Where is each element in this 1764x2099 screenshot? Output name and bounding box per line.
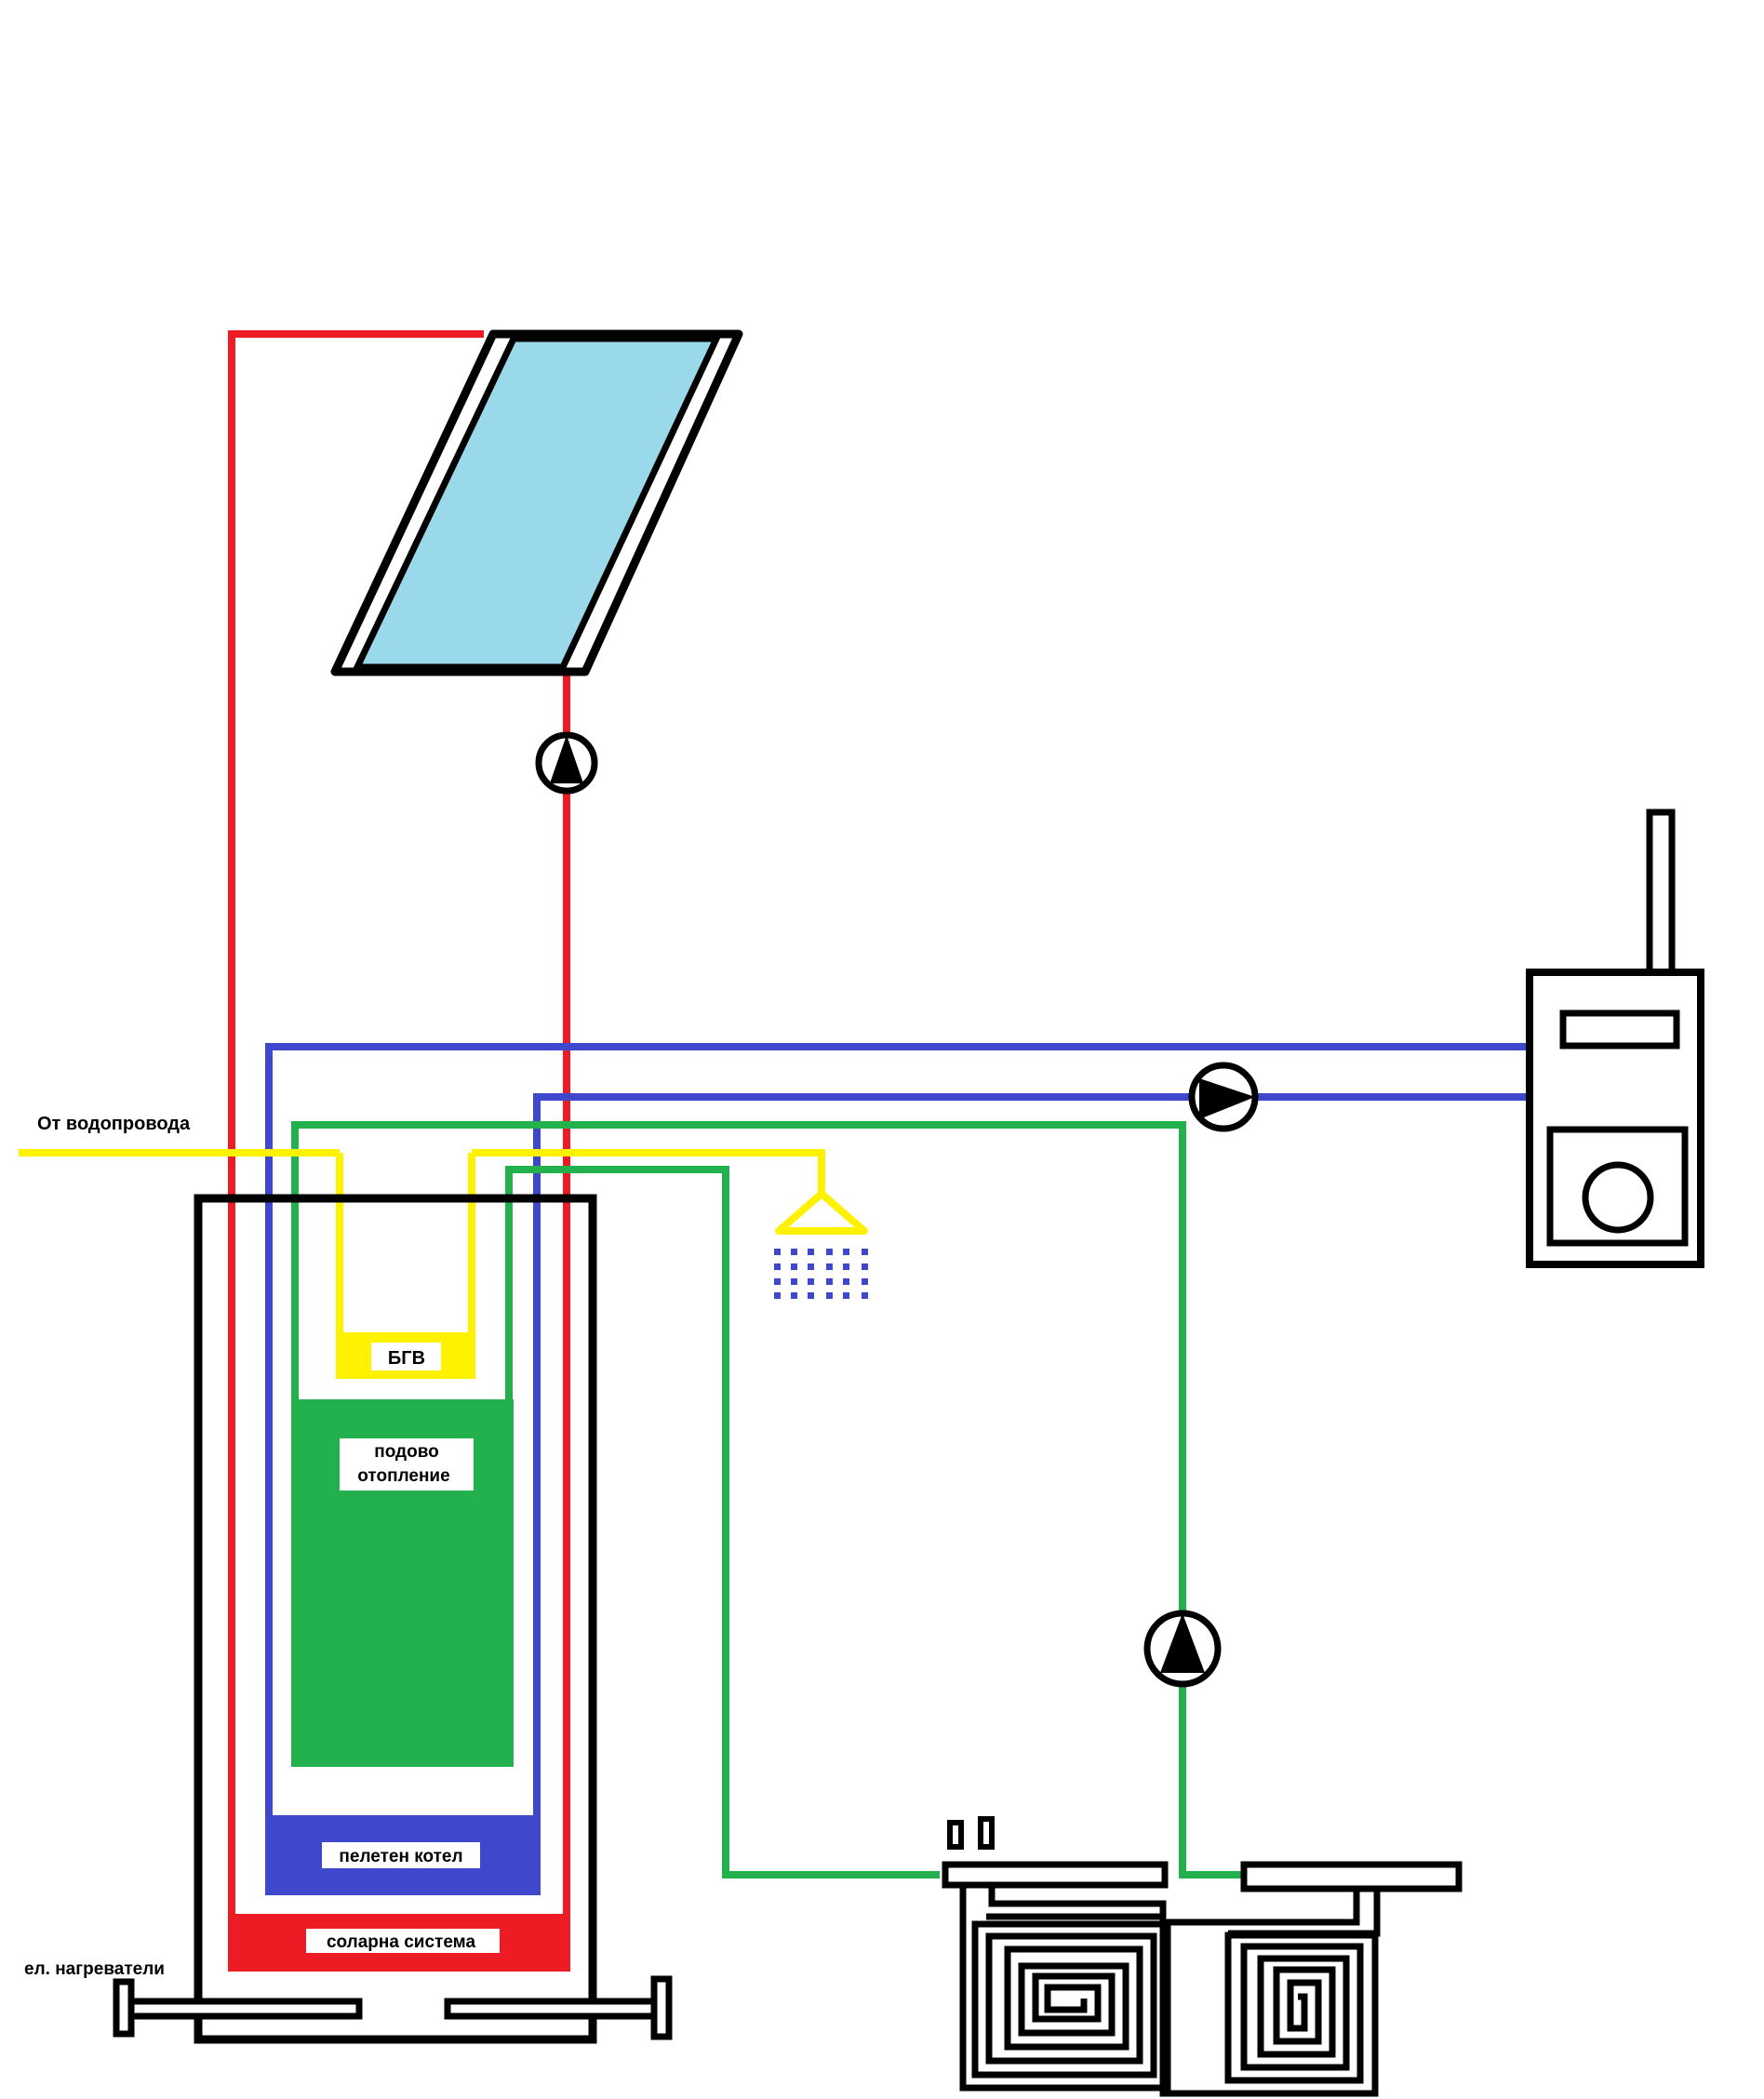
water-supply-label: От водопровода [37,1114,191,1134]
shower-drop [843,1263,849,1270]
electric-heater-left [113,1978,363,2038]
pellet-boiler-label: пелетен котел [339,1847,462,1866]
shower-drop [808,1249,814,1255]
manifold-icon [942,1816,1463,1892]
electric-heaters-label: ел. нагреватели [24,1959,165,1979]
shower-drop [791,1263,797,1270]
floor-coil-right-icon [1159,1889,1381,2097]
shower-drop [843,1249,849,1255]
shower-drop [791,1292,797,1299]
shower-drop [808,1263,814,1270]
pellet-boiler-icon [1526,809,1704,1268]
shower-drop [862,1263,868,1270]
hot-water-pipe [472,1149,825,1194]
shower-icon [774,1190,868,1299]
solar-system-label-box [306,1929,500,1953]
floor-heating-label-line2: отопление [357,1466,449,1486]
boiler-pump-icon [1188,1062,1259,1132]
buffer-tank [194,1194,597,2044]
solar-system-label: соларна система [327,1932,476,1952]
floor-pump-icon [1143,1610,1222,1688]
floor-coil-left-icon [959,1885,1171,2092]
dhw-label: БГВ [388,1348,425,1369]
shower-drop [791,1249,797,1255]
solar-flow-pipe [228,330,484,1154]
boiler-flow-pipe [265,1043,1526,1154]
shower-drop [774,1278,781,1285]
shower-drop [774,1263,781,1270]
shower-drop [774,1292,781,1299]
dhw-label-box [371,1343,441,1370]
shower-drop [862,1292,868,1299]
shower-drop [826,1292,833,1299]
pellet-boiler-label-box [322,1842,480,1868]
solar-panel-icon [330,329,743,676]
shower-drop [774,1249,781,1255]
shower-drop [826,1278,833,1285]
shower-drop [826,1249,833,1255]
shower-drop [843,1278,849,1285]
shower-drop [808,1278,814,1285]
floor-heating-label-box [340,1438,474,1491]
floor-heating-label-line1: подово [374,1442,439,1462]
floor-flow-pipe [291,1121,1252,1878]
shower-drop [862,1278,868,1285]
electric-heater-right [444,1975,673,2040]
shower-drop [791,1278,797,1285]
solar-pump-icon [535,731,598,795]
shower-drop [826,1263,833,1270]
shower-drop [843,1292,849,1299]
shower-drop [862,1249,868,1255]
floor-return-pipe [509,1166,940,1878]
shower-drop [808,1292,814,1299]
